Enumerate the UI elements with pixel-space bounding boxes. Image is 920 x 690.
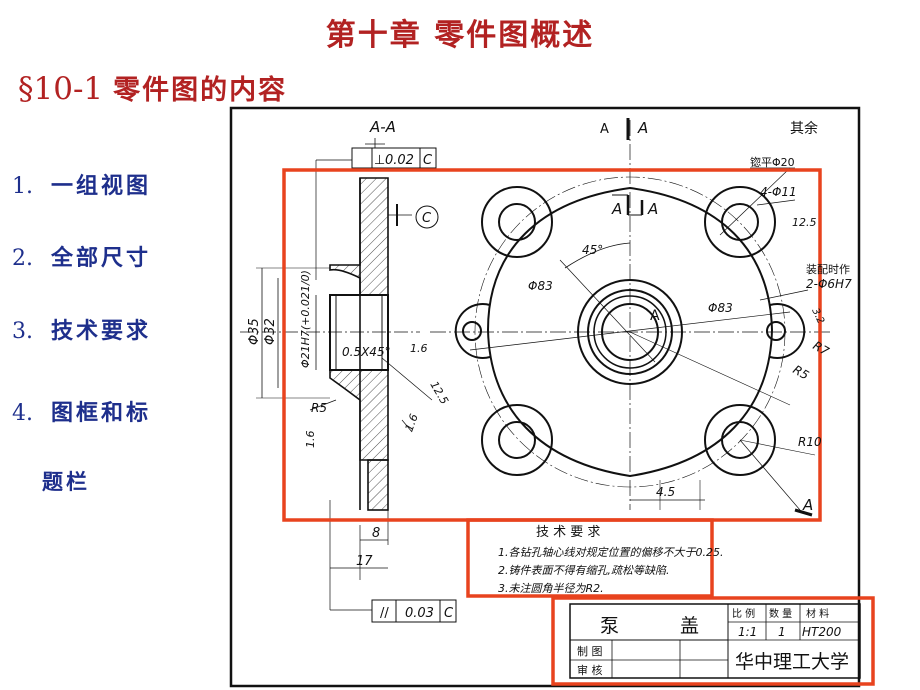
dim-phi35: Φ35 (247, 318, 262, 345)
list-item-continuation: 题栏 (42, 470, 90, 494)
list-item-3: 3. 技术要求 (12, 313, 151, 345)
view-mark-a-mid-left: A (611, 200, 622, 218)
par-value: 0.03 (405, 606, 434, 621)
par-symbol: // (380, 606, 389, 621)
list-item-text: 一组视图 (51, 174, 152, 199)
tech-req-heading: 技 术 要 求 (536, 525, 600, 540)
header-scale: 比 例 (732, 607, 755, 620)
dim-r10: R10 (798, 435, 822, 449)
highlight-title-block (551, 596, 875, 686)
section-label: A-A (369, 118, 396, 136)
dim-phi21: Φ21H7(+0.021/0) (299, 270, 312, 368)
part-name-2: 盖 (680, 615, 699, 637)
list-item-text: 技术要求 (51, 319, 152, 344)
dim-r5-right: R5 (791, 362, 812, 382)
view-mark-a-center: A (650, 308, 660, 324)
school-name: 华中理工大学 (735, 651, 849, 673)
list-item-number: 1. (12, 174, 33, 199)
slide-title: 第十章 零件图概述 (325, 18, 595, 53)
checked-by-label: 审 核 (577, 663, 603, 677)
dim-4-5: 4.5 (656, 485, 675, 499)
list-item-1: 1. 一组视图 (12, 168, 151, 200)
dim-17: 17 (356, 554, 373, 569)
datum-c-label: C (422, 211, 432, 226)
dim-8: 8 (372, 526, 380, 541)
scale-value: 1:1 (738, 625, 757, 639)
view-mark-a-bottom: A (802, 496, 813, 514)
dim-pin-holes: 2-Φ6H7 (806, 277, 852, 291)
header-material: 材 料 (806, 607, 829, 620)
dim-chamfer: 0.5X45° (342, 345, 391, 359)
list-item-text: 图框和标 (51, 401, 152, 426)
ra-1-6-c: 1.6 (304, 431, 317, 449)
dim-phi83-b: Φ83 (708, 301, 733, 315)
tech-req-line-1: 1.各钻孔轴心线对规定位置的偏移不大于0.25. (498, 546, 723, 559)
ra-12-5: 12.5 (427, 379, 451, 407)
datum-c-circle (415, 205, 439, 229)
section-title: 零件图的内容 (113, 75, 288, 106)
assembly-note: 装配时作 (806, 263, 850, 276)
list-item-2: 2. 全部尺寸 (12, 240, 151, 272)
perp-value: 0.02 (385, 153, 414, 168)
dim-phi83-a: Φ83 (528, 279, 553, 293)
dim-angle-45: 45° (582, 243, 603, 257)
qty-value: 1 (778, 625, 786, 639)
dim-r5-left: R5 (311, 401, 327, 415)
list-item-number: 3. (12, 319, 33, 344)
view-mark-a-top: A (637, 119, 648, 137)
view-mark-a-top-left: A (600, 122, 609, 137)
ra-1-6-a: 1.6 (410, 342, 428, 355)
view-mark-a-mid-right: A (647, 200, 658, 218)
front-view (430, 118, 830, 517)
part-name-1: 泵 (600, 615, 619, 637)
roughness-note: 其余 (790, 120, 818, 137)
header-qty: 数 量 (769, 607, 792, 620)
list-item-4: 4. 图框和标 (12, 395, 151, 427)
dim-spotface: 锪平Φ20 (750, 156, 795, 169)
section-heading: §10-1 零件图的内容 (18, 68, 287, 107)
material-value: HT200 (802, 625, 842, 639)
dim-holes: 4-Φ11 (760, 185, 797, 199)
list-item-number: 4. (12, 401, 33, 426)
drawing-frame (229, 106, 861, 688)
tech-req-line-3: 3.未注圆角半径为R2. (498, 582, 604, 595)
perp-datum: C (423, 153, 433, 168)
section-number: §10-1 (18, 71, 104, 107)
list-item-number: 2. (12, 246, 33, 271)
perp-symbol: ⊥ (374, 153, 385, 168)
dim-phi32: Φ32 (263, 318, 278, 345)
dim-r7: R7 (811, 338, 832, 358)
drawn-by-label: 制 图 (577, 645, 603, 658)
title-block (569, 603, 861, 679)
tolerance-parallel (371, 599, 457, 623)
highlight-tech-requirements (466, 518, 714, 598)
par-datum: C (444, 606, 454, 621)
ra-3-2: 3.2 (809, 307, 826, 326)
dim-holes-ra: 12.5 (792, 216, 817, 229)
ra-1-6-b: 1.6 (403, 412, 421, 433)
tolerance-perpendicular (351, 147, 437, 169)
list-item-text: 全部尺寸 (51, 246, 152, 271)
tech-req-line-2: 2.铸件表面不得有缩孔,疏松等缺陷. (498, 564, 670, 577)
section-view (240, 138, 433, 611)
